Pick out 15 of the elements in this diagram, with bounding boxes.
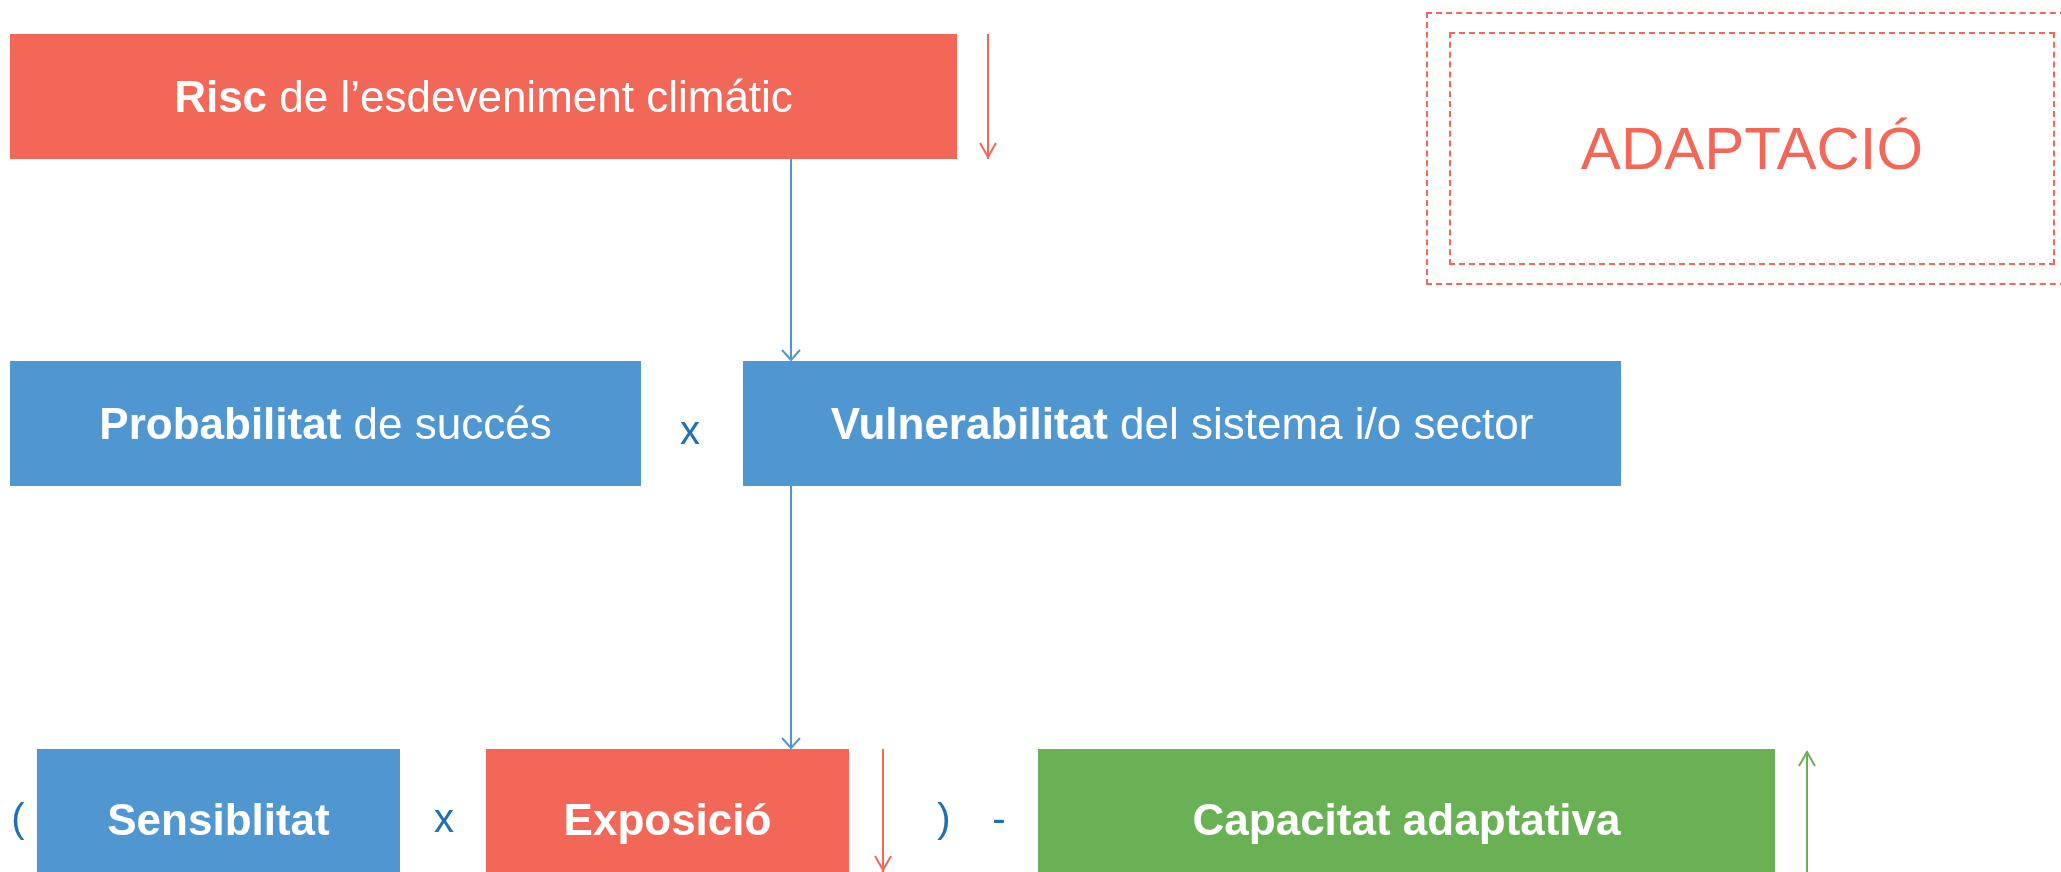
- operator-symbol: (: [11, 798, 25, 838]
- exposure-box: Exposició: [486, 749, 849, 872]
- operator-symbol: ): [937, 798, 951, 838]
- probability-box: Probabilitat de succés: [10, 361, 641, 486]
- dashed-frame: [1426, 12, 2061, 285]
- risk-box: Risc de l’esdeveniment climátic: [10, 34, 957, 159]
- operator-symbol: x: [680, 410, 700, 450]
- arrow: [781, 158, 801, 361]
- sensitivity-box: Sensiblitat: [37, 749, 400, 872]
- adaptation-box: ADAPTACIÓ: [1449, 32, 2055, 265]
- adaptive-capacity-box: Capacitat adaptativa: [1038, 749, 1775, 872]
- vulnerability-box: Vulnerabilitat del sistema i/o sector: [743, 361, 1621, 486]
- arrow: [781, 485, 801, 749]
- operator-symbol: x: [434, 798, 454, 838]
- operator-symbol: -: [992, 798, 1006, 838]
